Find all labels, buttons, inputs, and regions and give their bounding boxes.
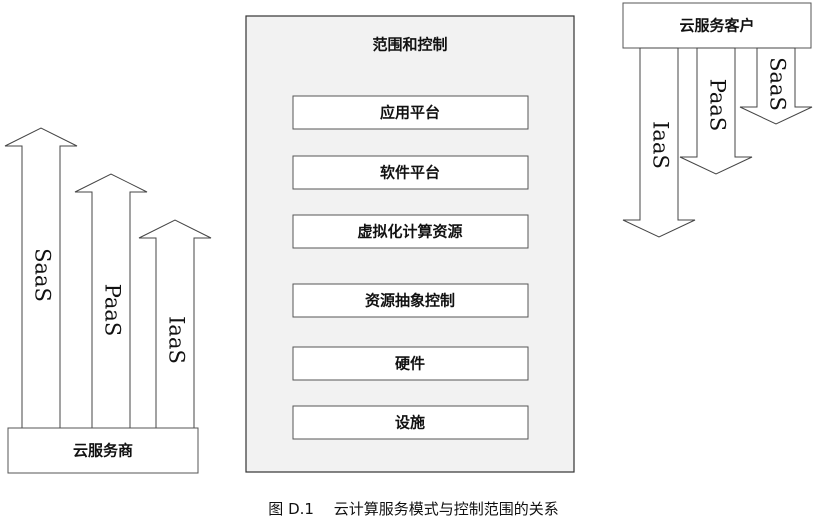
layer-box	[292, 214, 529, 249]
layer-box	[292, 283, 529, 318]
layer-box	[292, 155, 529, 190]
layer-software-platform: 软件平台	[380, 164, 440, 182]
right-arrow-label-saas: SaaS	[766, 57, 790, 111]
layer-virtualized-compute: 虚拟化计算资源	[357, 223, 462, 241]
right-arrow-label-iaas: IaaS	[649, 121, 673, 169]
right-arrow-label-paas: PaaS	[706, 79, 730, 132]
layer-hardware: 硬件	[395, 355, 425, 373]
layer-box	[292, 95, 529, 130]
provider-label: 云服务商	[73, 442, 133, 460]
left-arrow-label-iaas: IaaS	[165, 316, 189, 364]
iaas-down-arrow	[622, 47, 696, 238]
customer-arrows: IaaS PaaS SaaS	[622, 47, 813, 238]
layer-box	[292, 346, 529, 381]
paas-up-arrow	[74, 173, 148, 429]
customer-box: 云服务客户	[622, 2, 812, 49]
scope-title: 范围和控制	[372, 36, 447, 54]
paas-down-arrow	[679, 47, 753, 175]
figure-caption: 图 D.1 云计算服务模式与控制范围的关系	[268, 500, 559, 518]
customer-label: 云服务客户	[679, 17, 754, 35]
layer-application-platform: 应用平台	[380, 104, 440, 122]
scope-panel: 范围和控制 应用平台 软件平台 虚拟化计算资源 资源抽象控制 硬件 设施	[245, 15, 575, 473]
layer-resource-abstraction: 资源抽象控制	[365, 292, 455, 310]
left-arrow-label-paas: PaaS	[101, 284, 125, 337]
layer-facilities: 设施	[395, 414, 425, 432]
saas-down-arrow	[739, 47, 813, 125]
cloud-control-diagram: SaaS PaaS IaaS 云服务商 范围和控制 应用平台 软件平台 虚拟化计…	[4, 2, 813, 474]
provider-box: 云服务商	[7, 427, 199, 474]
layer-box	[292, 405, 529, 440]
iaas-up-arrow	[138, 219, 212, 429]
saas-up-arrow	[4, 127, 78, 429]
left-arrow-label-saas: SaaS	[31, 248, 55, 302]
provider-arrows: SaaS PaaS IaaS	[4, 127, 212, 429]
